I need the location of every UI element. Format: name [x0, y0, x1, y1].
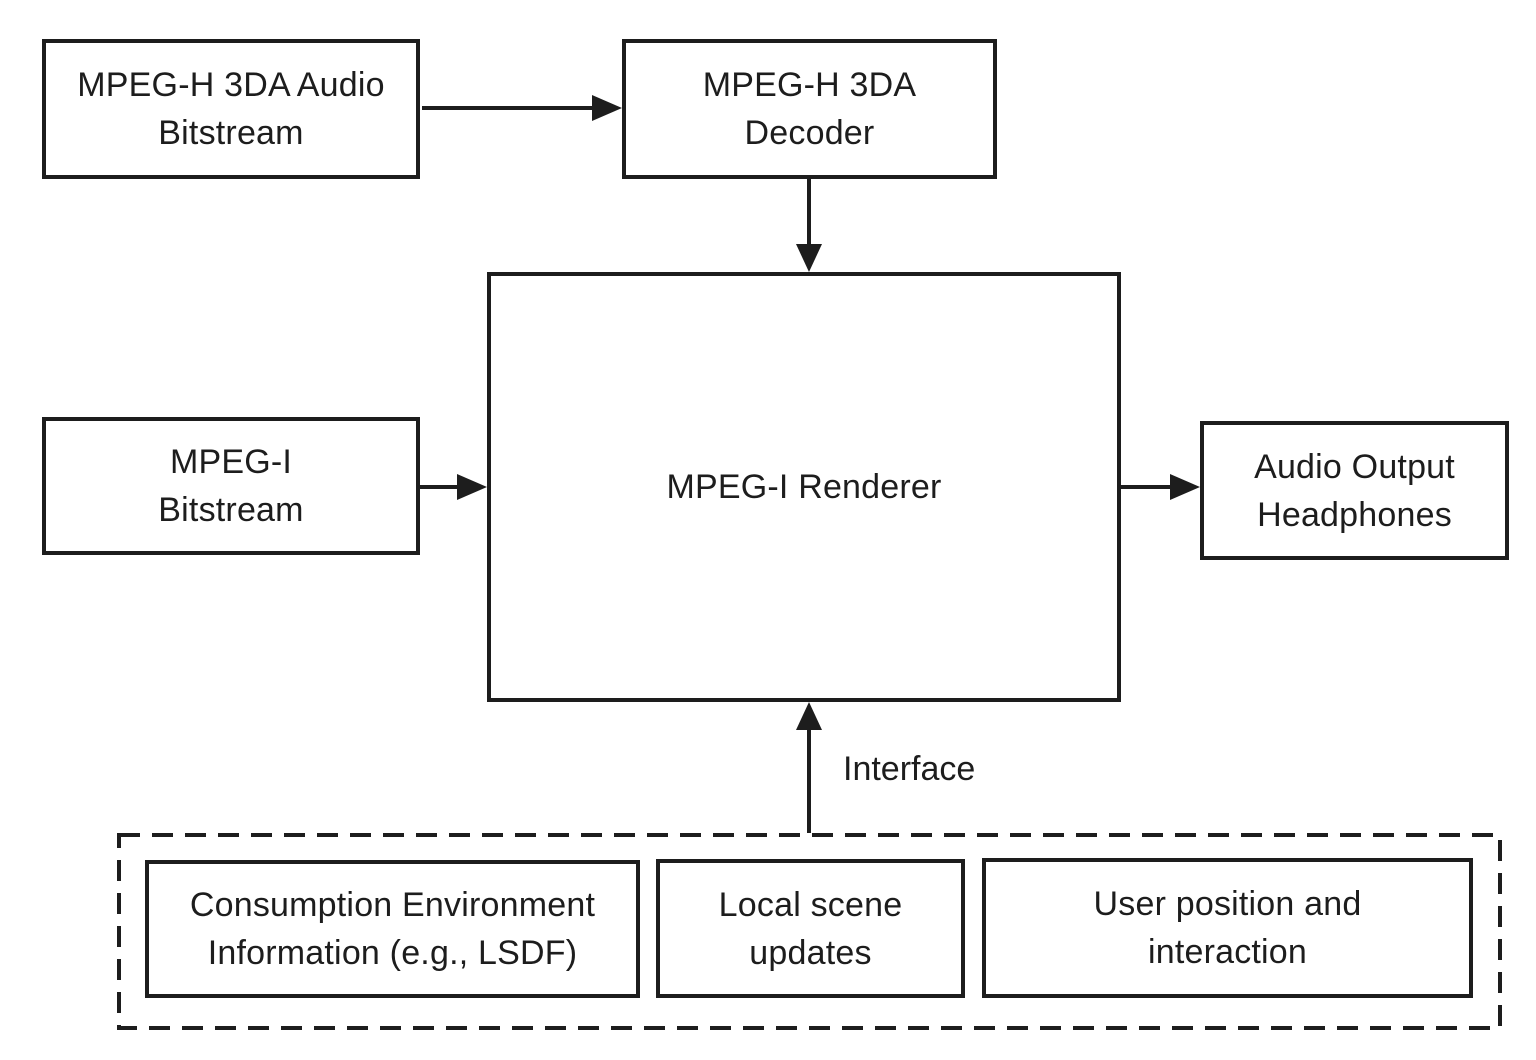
node-label-line: Local scene	[718, 885, 903, 924]
external-inputs-group-outline	[117, 833, 1502, 1030]
interface-label: Interface	[843, 750, 976, 788]
node-mpeg-i-renderer: MPEG-I Renderer	[487, 272, 1121, 702]
node-label-line: MPEG-I Renderer	[666, 468, 942, 506]
node-label-line: updates	[749, 933, 872, 972]
node-label-line: Audio Output	[1254, 447, 1455, 486]
node-user-position-and-interaction: User position and interaction	[982, 858, 1473, 998]
node-label-line: Information (e.g., LSDF)	[207, 934, 578, 972]
node-label-line: interaction	[1147, 933, 1308, 971]
arrowhead-renderer-to-audio-output	[1170, 474, 1200, 500]
node-label-line: Bitstream	[158, 114, 304, 152]
arrowhead-interface-to-renderer	[796, 702, 822, 730]
node-label-line: MPEG-H 3DA	[702, 66, 917, 104]
node-label-line: User position and	[1093, 885, 1362, 923]
arrowhead-decoder-to-renderer	[796, 244, 822, 272]
node-label-line: MPEG-I	[169, 443, 293, 481]
node-mpeg-h-3da-audio-bitstream: MPEG-H 3DA Audio Bitstream	[42, 39, 420, 179]
node-mpeg-i-bitstream: MPEG-I Bitstream	[42, 417, 420, 555]
node-label-line: Headphones	[1257, 495, 1452, 534]
node-label-line: Consumption Environment	[189, 886, 596, 924]
node-mpeg-h-3da-decoder: MPEG-H 3DA Decoder	[622, 39, 997, 179]
arrowhead-mpeg-i-bitstream-to-renderer	[457, 474, 487, 500]
node-label-line: Bitstream	[158, 491, 304, 529]
node-label-line: Decoder	[744, 114, 875, 152]
node-label-line: MPEG-H 3DA Audio	[77, 66, 385, 104]
node-audio-output-headphones: Audio Output Headphones	[1200, 421, 1509, 560]
arrowhead-audio-bitstream-to-decoder	[592, 95, 622, 121]
node-local-scene-updates: Local scene updates	[656, 859, 965, 998]
node-consumption-environment-information: Consumption Environment Information (e.g…	[145, 860, 640, 998]
